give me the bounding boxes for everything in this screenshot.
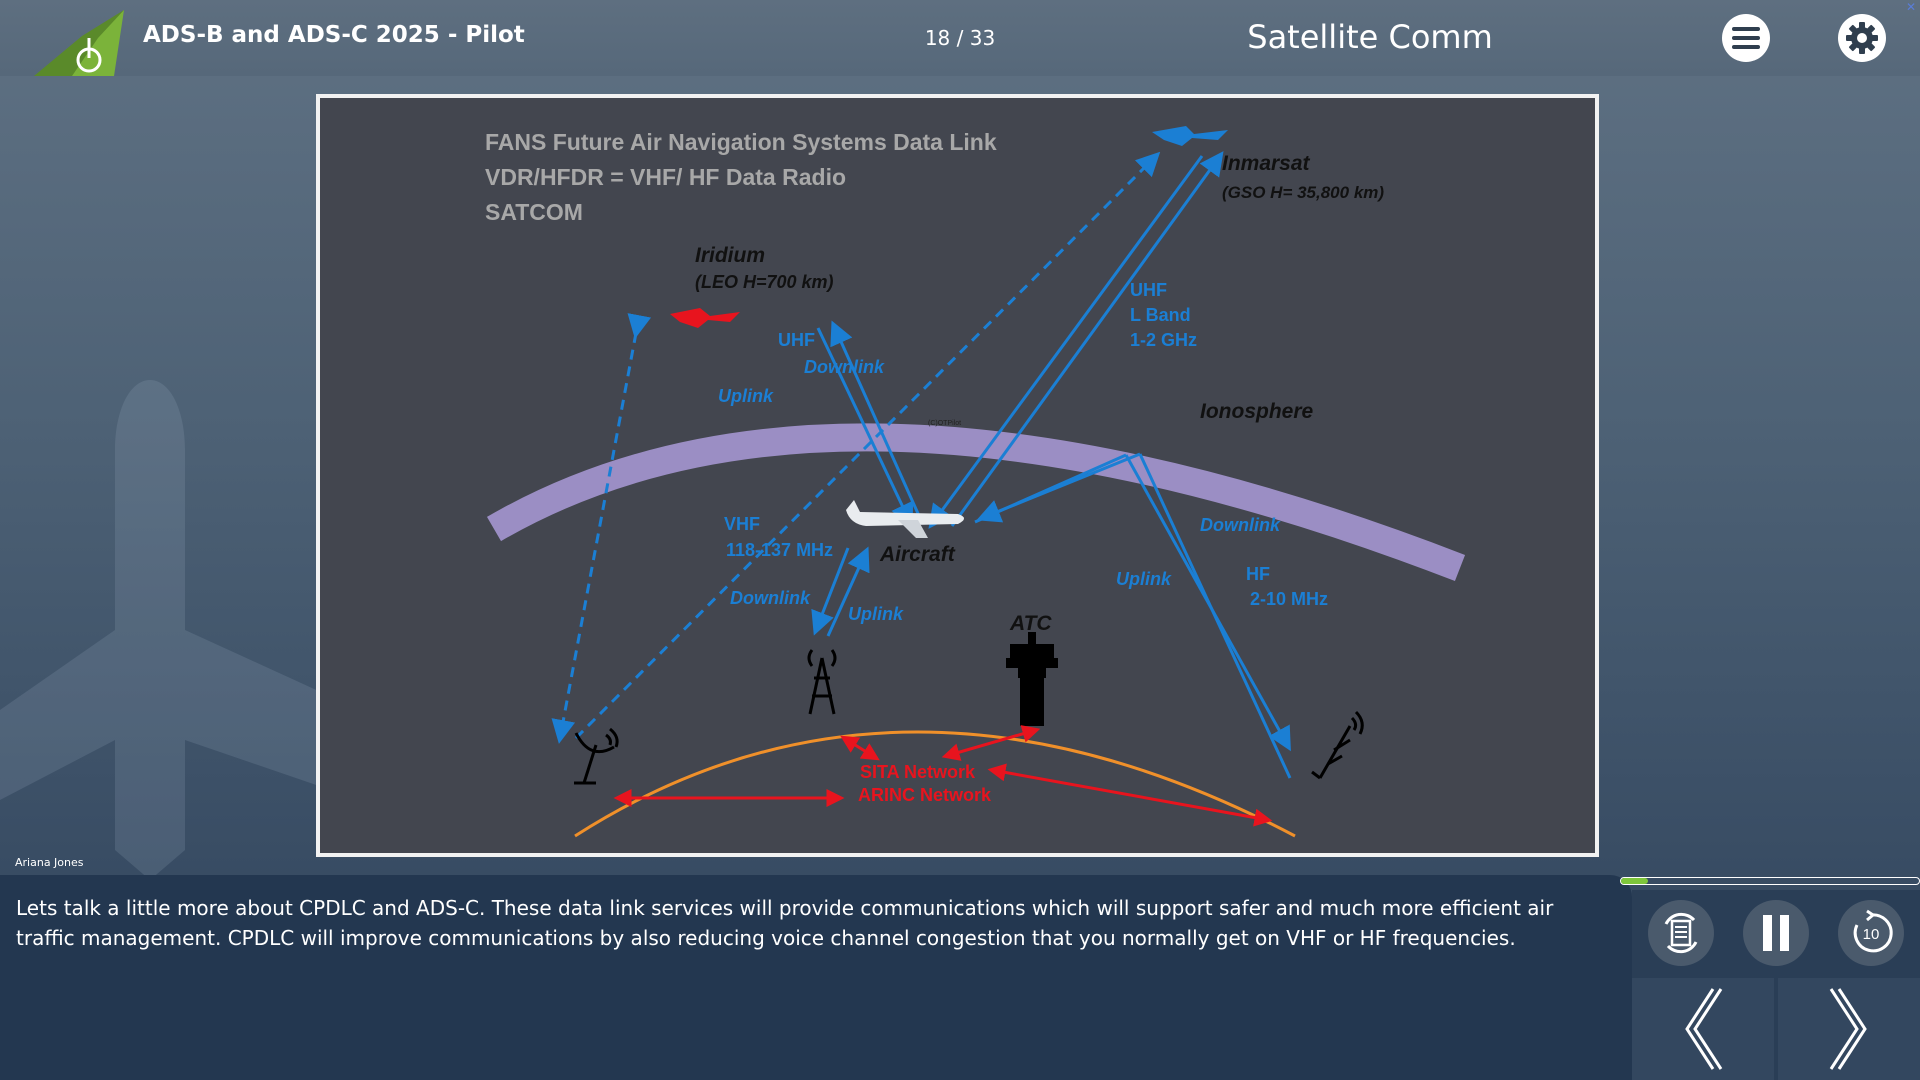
data-link-arrows [811,151,1292,779]
lband-line-3: 1-2 GHz [1130,330,1197,350]
inmarsat-satellite-icon [1152,126,1228,146]
replay-10-button[interactable]: 10 [1838,900,1904,966]
iridium-detail: (LEO H=700 km) [695,272,834,292]
close-icon[interactable]: ✕ [1906,0,1917,14]
iridium-name: Iridium [695,244,765,267]
progress-bar[interactable] [1620,877,1920,885]
hf-downlink-label: Downlink [1200,515,1281,535]
playback-controls: 10 [1632,890,1920,1080]
transcript-toggle-button[interactable] [1648,900,1714,966]
aircraft-label: Aircraft [879,543,956,566]
iridium-downlink-label: Downlink [804,357,885,377]
iridium-uhf-label: UHF [778,330,815,350]
previous-slide-button[interactable] [1632,978,1774,1080]
ionosphere-band [486,423,1466,582]
menu-button[interactable] [1722,14,1770,62]
presenter-name: Ariana Jones [15,856,84,869]
page-counter: 18 / 33 [924,26,996,50]
pause-icon [1763,915,1789,951]
hf-line-2: 2-10 MHz [1250,589,1328,609]
hf-uplink-label: Uplink [1116,569,1172,589]
section-title: Satellite Comm [1247,18,1493,56]
vhf-uplink-label: Uplink [848,604,904,624]
inmarsat-detail: (GSO H= 35,800 km) [1222,183,1384,202]
vhf-line-1: VHF [724,514,760,534]
arinc-network-label: ARINC Network [858,785,992,805]
chevron-right-icon [1829,988,1867,1070]
satellite-dish-icon [574,727,619,785]
inmarsat-name: Inmarsat [1222,152,1311,175]
progress-bar-fill [1621,878,1648,884]
vhf-downlink-label: Downlink [730,588,811,608]
background-aircraft-silhouette [0,380,360,880]
sita-network-label: SITA Network [860,762,976,782]
replay-seconds-label: 10 [1863,926,1880,943]
ionosphere-label: Ionosphere [1200,400,1314,423]
course-title: ADS-B and ADS-C 2025 - Pilot [143,22,525,48]
transcript-text: Lets talk a little more about CPDLC and … [16,896,1554,950]
course-logo-icon [34,10,124,76]
vhf-antenna-tower-icon [807,649,837,715]
slide-title-line-3: SATCOM [485,199,583,225]
fans-datalink-diagram: FANS Future Air Navigation Systems Data … [485,126,1466,838]
gear-icon [1846,22,1878,54]
replay-10-icon: 10 [1853,909,1893,953]
atc-label: ATC [1009,612,1052,635]
copyright-label: (C)OTPilot [928,420,961,427]
slide-title-line-2: VDR/HFDR = VHF/ HF Data Radio [485,164,846,190]
iridium-uplink-label: Uplink [718,386,774,406]
network-arrows [613,725,1273,827]
transcript-panel: Lets talk a little more about CPDLC and … [0,875,1632,1080]
header-bar: ADS-B and ADS-C 2025 - Pilot 18 / 33 Sat… [0,0,1920,76]
hamburger-menu-icon [1732,27,1760,49]
slide-title-line-1: FANS Future Air Navigation Systems Data … [485,129,997,155]
atc-tower-icon [1006,632,1058,726]
settings-button[interactable] [1838,14,1886,62]
aircraft-icon [846,500,964,538]
lband-line-1: UHF [1130,280,1167,300]
pause-button[interactable] [1743,900,1809,966]
hf-antenna-icon [1311,710,1364,780]
chevron-left-icon [1685,988,1723,1070]
slide-diagram: FANS Future Air Navigation Systems Data … [316,94,1599,857]
vhf-line-2: 118-137 MHz [726,540,833,560]
lband-line-2: L Band [1130,305,1191,325]
hf-line-1: HF [1246,564,1270,584]
iridium-satellite-icon [670,308,740,328]
transcript-icon [1664,912,1698,954]
ground-arc [574,730,1296,838]
next-slide-button[interactable] [1778,978,1920,1080]
